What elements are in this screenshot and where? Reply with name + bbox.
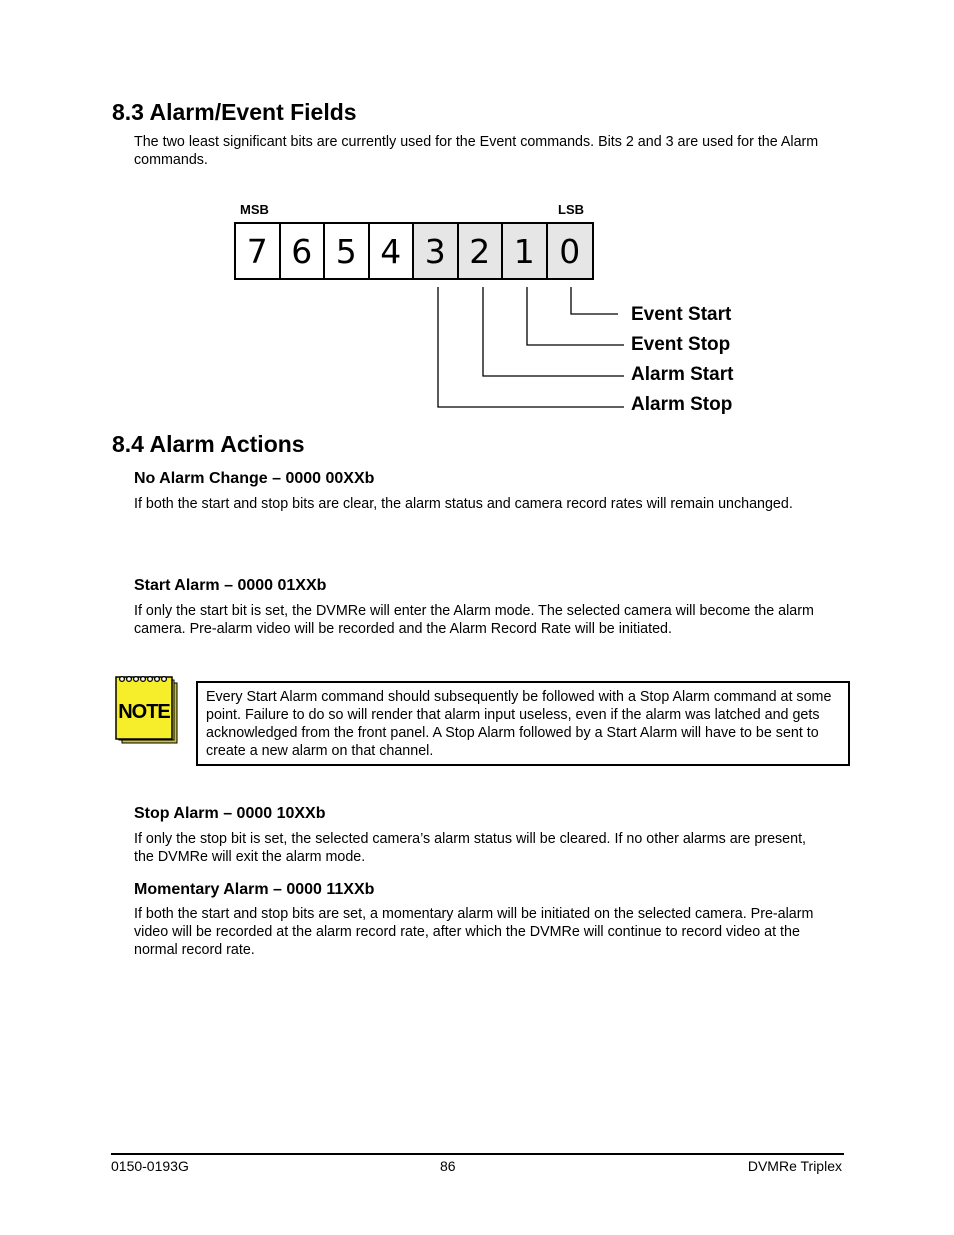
note-callout: Every Start Alarm command should subsequ…: [196, 681, 850, 766]
footer-page-number: 86: [440, 1158, 456, 1174]
stop-alarm-text: If only the stop bit is set, the selecte…: [134, 831, 807, 865]
bit-6-cell: 6: [281, 224, 325, 278]
footer-product: DVMRe Triplex: [747, 1158, 842, 1174]
field-event-stop: Event Stop: [631, 334, 731, 355]
bit-register: 7 6 5 4 3 2 1 0: [234, 222, 594, 280]
bit-5-cell: 5: [325, 224, 370, 278]
bit-3-connector: [437, 287, 624, 408]
section-8-3-heading: 8.3 Alarm/Event Fields: [112, 99, 357, 125]
footer-rule: [111, 1153, 844, 1155]
bit-7-cell: 7: [236, 224, 281, 278]
field-alarm-start: Alarm Start: [631, 364, 734, 385]
start-alarm-heading: Start Alarm – 0000 01XXb: [134, 577, 327, 594]
no-alarm-change-text: If both the start and stop bits are clea…: [134, 496, 793, 512]
lsb-label: LSB: [558, 202, 584, 217]
no-alarm-change-heading: No Alarm Change – 0000 00XXb: [134, 470, 375, 487]
bit-0-connector: [570, 287, 618, 315]
bit-1-connector: [526, 287, 624, 346]
start-alarm-text: If only the start bit is set, the DVMRe …: [134, 603, 814, 637]
bit-0-cell: 0: [547, 224, 592, 278]
stop-alarm-heading: Stop Alarm – 0000 10XXb: [134, 805, 326, 822]
bit-4-cell: 4: [370, 224, 414, 278]
field-alarm-stop: Alarm Stop: [631, 394, 733, 415]
bit-1-cell: 1: [503, 224, 548, 278]
section-8-4-heading: 8.4 Alarm Actions: [112, 431, 305, 457]
section-8-3-intro: The two least significant bits are curre…: [134, 134, 819, 168]
bit-connector-lines: [437, 287, 624, 408]
bit-2-connector: [482, 287, 624, 377]
msb-label: MSB: [240, 202, 269, 217]
bit-2-cell: 2: [458, 224, 503, 278]
momentary-alarm-heading: Momentary Alarm – 0000 11XXb: [134, 881, 375, 898]
momentary-alarm-text: If both the start and stop bits are set,…: [134, 906, 814, 958]
bit-3-cell: 3: [414, 224, 459, 278]
footer-doc-number: 0150-0193G: [111, 1158, 189, 1174]
note-icon: NOTE: [115, 675, 178, 744]
field-event-start: Event Start: [631, 304, 732, 325]
svg-text:NOTE: NOTE: [118, 701, 170, 723]
